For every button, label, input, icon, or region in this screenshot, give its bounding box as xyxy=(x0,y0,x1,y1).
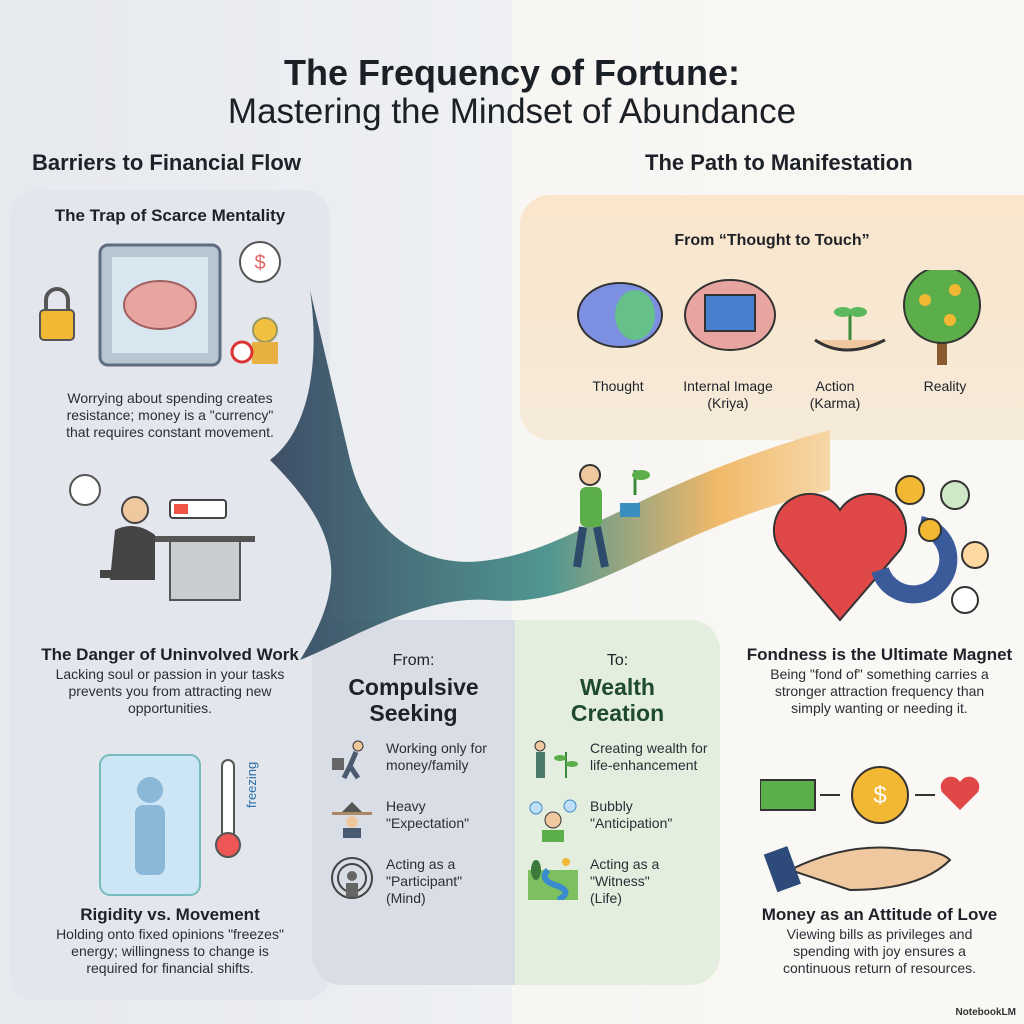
item-line: (Mind) xyxy=(386,890,426,906)
brain-icon xyxy=(577,282,663,348)
rigidity-title: Rigidity vs. Movement xyxy=(80,905,260,924)
text-line: simply wanting or needing it. xyxy=(791,700,968,716)
frozen-person-icon xyxy=(99,754,241,896)
item-line: "Participant" xyxy=(386,873,463,889)
uninvolved-work-title: The Danger of Uninvolved Work xyxy=(41,645,299,664)
step-label: Action xyxy=(815,378,855,394)
planting-hand-icon xyxy=(814,307,886,352)
step-internal-image: Internal Image(Kriya) xyxy=(673,378,783,412)
heavy-weight-icon xyxy=(332,802,372,838)
scarce-mentality-text: Worrying about spending creates resistan… xyxy=(10,390,330,441)
safe-brain-icon: $ xyxy=(39,241,281,367)
title-line: Wealth xyxy=(580,674,655,700)
freezing-label: freezing xyxy=(244,761,259,808)
right-heading: The Path to Manifestation xyxy=(645,150,913,175)
money-love-text: Viewing bills as privileges and spending… xyxy=(735,926,1024,977)
fondness-text: Being "fond of" something carries a stro… xyxy=(735,666,1024,717)
item-line: money/family xyxy=(386,757,469,773)
scarce-mentality-title: The Trap of Scarce Mentality xyxy=(54,206,286,225)
title-line: Compulsive xyxy=(348,674,479,700)
item-line: Bubbly xyxy=(590,798,633,814)
step-sublabel: (Karma) xyxy=(809,395,861,411)
step-label: Internal Image xyxy=(683,378,773,394)
step-sublabel: (Kriya) xyxy=(707,395,749,411)
item-line: "Expectation" xyxy=(386,815,470,831)
money-love-hand-icon: $ xyxy=(760,766,980,893)
text-line: Holding onto fixed opinions "freezes" xyxy=(56,926,284,942)
text-line: resistance; money is a "currency" xyxy=(66,407,274,423)
list-item: Acting as a"Participant"(Mind) xyxy=(330,856,510,914)
from-panel xyxy=(312,620,515,985)
item-line: Working only for xyxy=(386,740,487,756)
svg-text:$: $ xyxy=(254,252,265,274)
text-line: Lacking soul or passion in your tasks xyxy=(55,666,285,682)
step-thought: Thought xyxy=(563,378,673,395)
manifestation-steps-icons xyxy=(577,270,981,365)
text-line: Being "fond of" something carries a xyxy=(770,666,989,682)
item-line: Acting as a xyxy=(590,856,660,872)
list-item: Acting as a"Witness"(Life) xyxy=(528,856,718,914)
from-label: From: xyxy=(392,652,435,669)
text-line: energy; willingness to change is xyxy=(71,943,269,959)
text-line: stronger attraction frequency than xyxy=(774,683,985,699)
tired-worker-icon xyxy=(69,474,255,601)
step-label: Reality xyxy=(923,378,967,394)
svg-text:$: $ xyxy=(873,782,886,809)
rigidity-text: Holding onto fixed opinions "freezes" en… xyxy=(10,926,330,977)
item-line: Creating wealth for xyxy=(590,740,708,756)
title-line: Seeking xyxy=(369,700,458,726)
burdened-worker-icon xyxy=(332,740,364,780)
person-watering-plant-icon xyxy=(573,464,650,568)
left-heading: Barriers to Financial Flow xyxy=(32,150,301,175)
text-line: Worrying about spending creates xyxy=(67,390,273,406)
text-line: spending with joy ensures a xyxy=(793,943,966,959)
fondness-title: Fondness is the Ultimate Magnet xyxy=(746,645,1013,664)
title-line1: The Frequency of Fortune: xyxy=(283,52,740,93)
heart-magnet-icon xyxy=(772,475,989,622)
text-line: that requires constant movement. xyxy=(66,424,274,440)
money-love-title: Money as an Attitude of Love xyxy=(761,905,998,924)
item-line: Acting as a xyxy=(386,856,456,872)
item-line: "Anticipation" xyxy=(590,815,673,831)
list-item: Bubbly"Anticipation" xyxy=(528,798,718,856)
item-line: Heavy xyxy=(386,798,426,814)
gardener-plant-icon xyxy=(534,740,578,778)
step-action: Action(Karma) xyxy=(780,378,890,412)
text-line: required for financial shifts. xyxy=(86,960,254,976)
text-line: continuous return of resources. xyxy=(783,960,976,976)
to-label: To: xyxy=(606,652,629,669)
notebooklm-brand: NotebookLM xyxy=(955,1007,1016,1018)
title-line: Creation xyxy=(570,700,665,726)
internal-image-icon xyxy=(684,279,776,351)
money-tree-icon xyxy=(903,270,981,365)
item-line: life-enhancement xyxy=(590,757,698,773)
to-panel xyxy=(515,620,720,985)
item-line: "Witness" xyxy=(590,873,650,889)
uninvolved-work-text: Lacking soul or passion in your tasks pr… xyxy=(10,666,330,717)
text-line: Viewing bills as privileges and xyxy=(786,926,973,942)
text-line: prevents you from attracting new xyxy=(68,683,272,699)
happy-bubbles-icon xyxy=(529,799,577,842)
maze-person-icon xyxy=(331,857,373,899)
step-reality: Reality xyxy=(890,378,1000,395)
river-landscape-icon xyxy=(528,858,578,900)
list-item: Heavy"Expectation" xyxy=(330,798,510,856)
energy-ribbon xyxy=(270,290,830,660)
thought-to-touch-subtitle: From “Thought to Touch” xyxy=(674,232,870,249)
title-line2: Mastering the Mindset of Abundance xyxy=(227,92,797,131)
item-line: (Life) xyxy=(590,890,622,906)
text-line: opportunities. xyxy=(127,700,213,716)
step-label: Thought xyxy=(592,378,644,394)
